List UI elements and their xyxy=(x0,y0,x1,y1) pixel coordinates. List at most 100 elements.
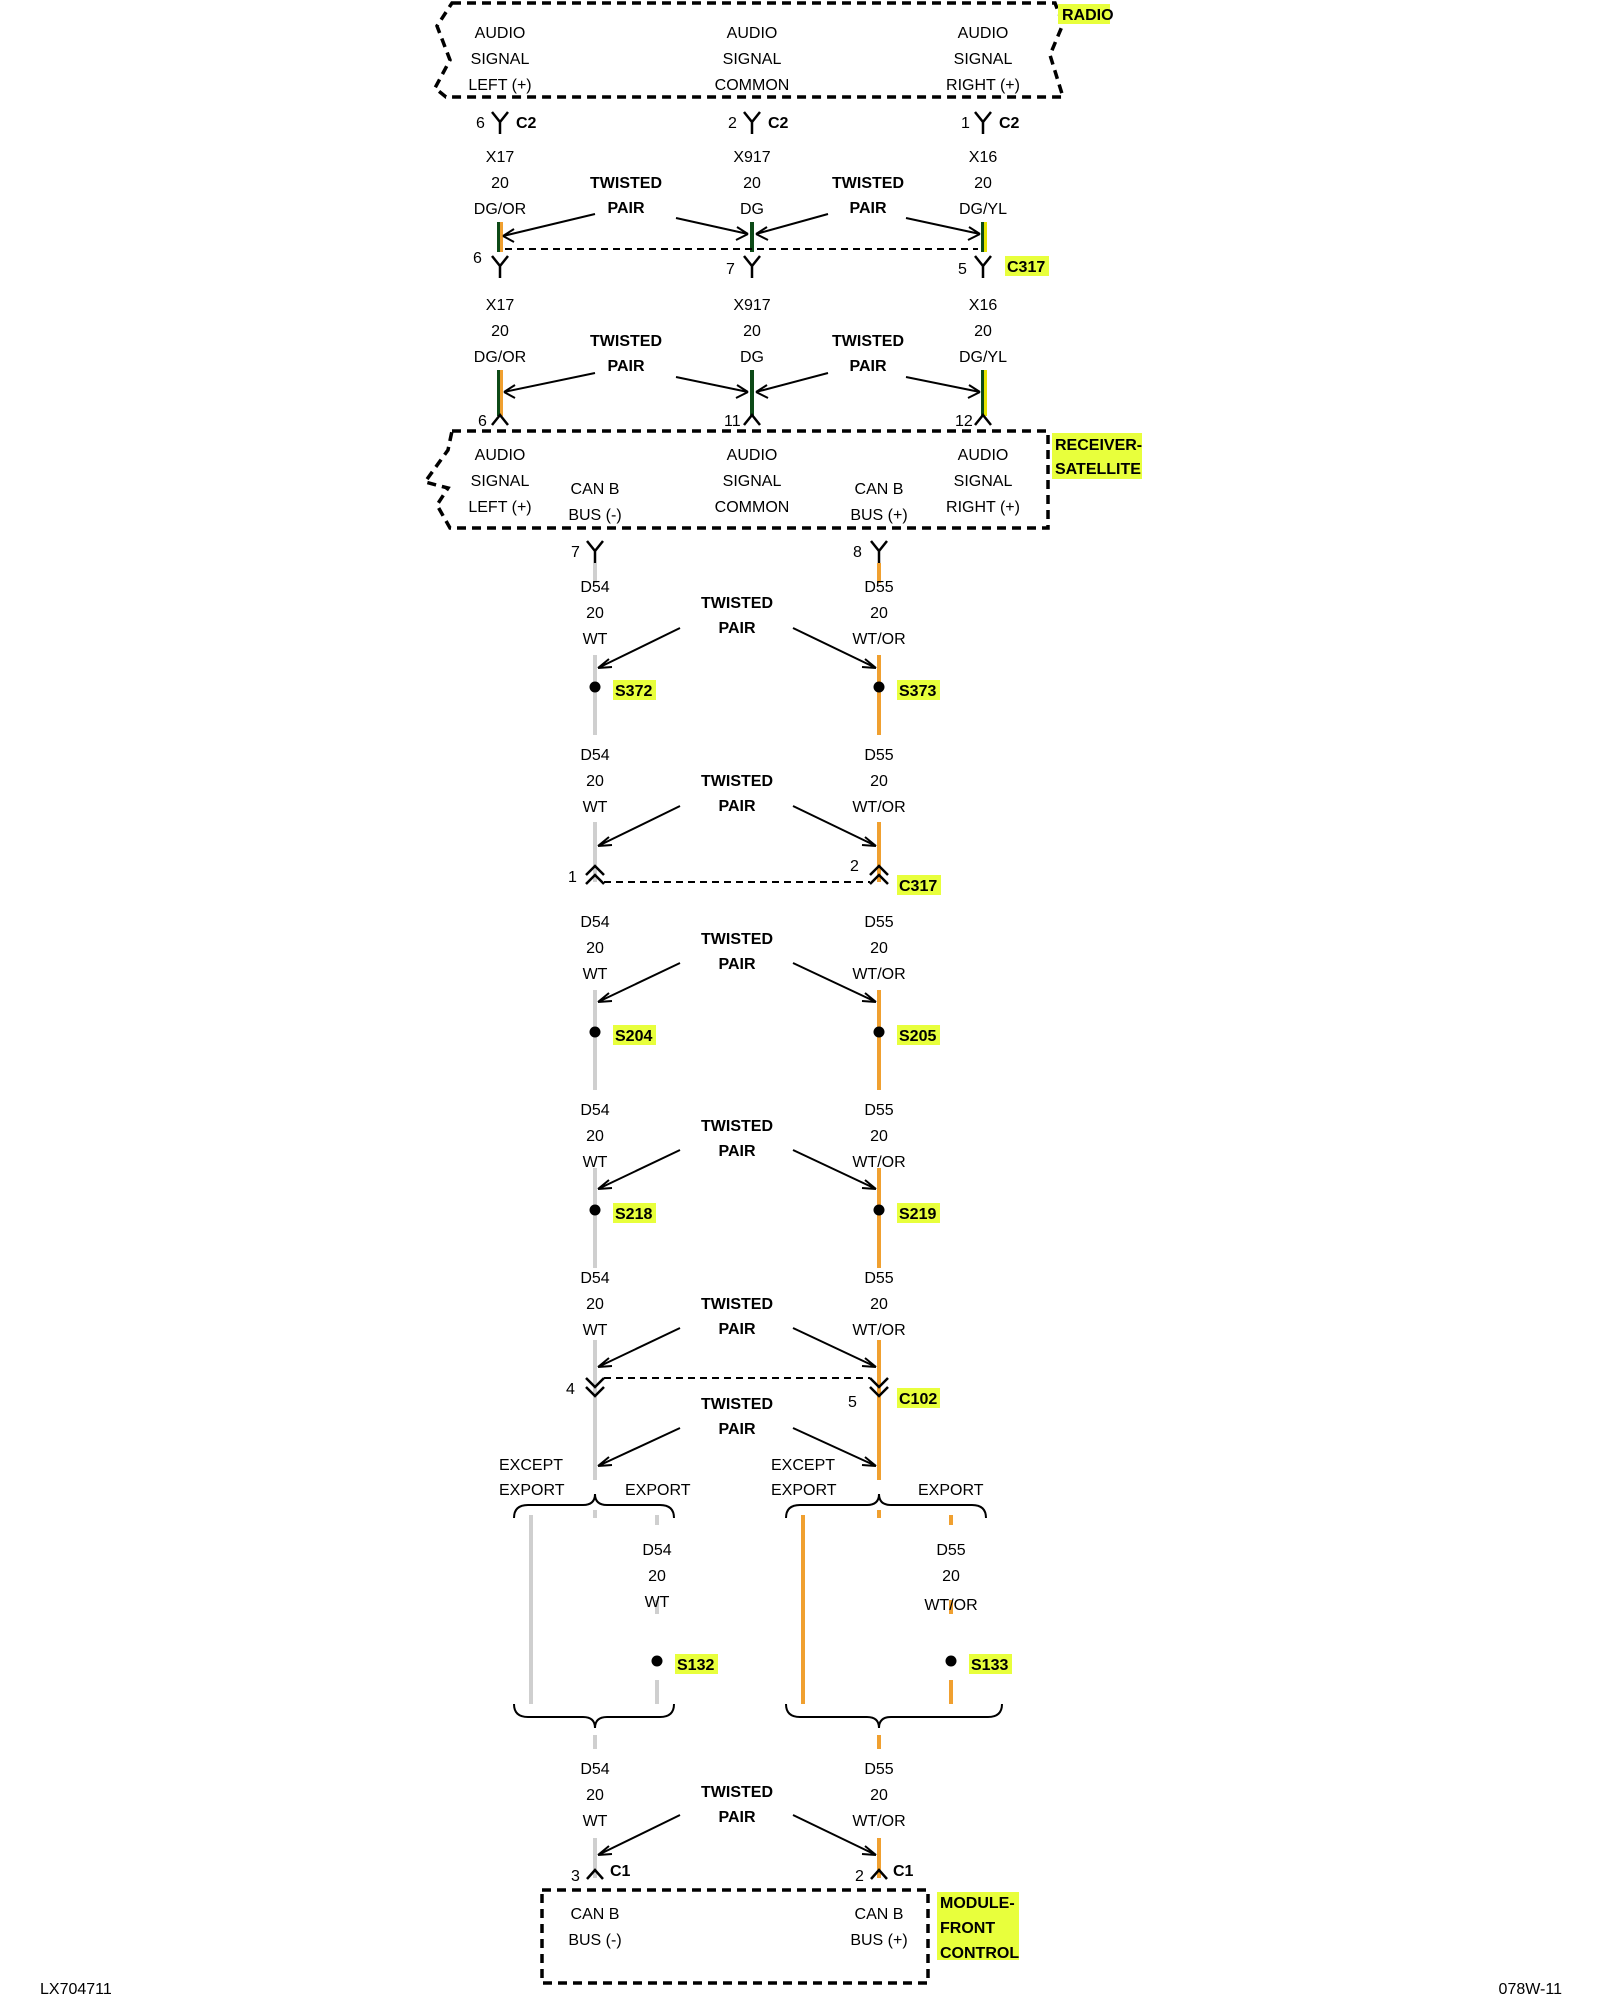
pin-number: 6 xyxy=(473,250,482,267)
splice-label-s373: S373 xyxy=(899,683,936,700)
brace-bottom-right xyxy=(785,1703,1003,1729)
wire-d54-gauge: 20 xyxy=(586,1296,604,1313)
splice-label-s372: S372 xyxy=(615,683,652,700)
receiver-pin-canb-plus-line1: CAN B xyxy=(855,481,904,498)
wire-x16-color: DG/YL xyxy=(959,201,1007,218)
wire-x16-gauge: 20 xyxy=(974,175,992,192)
receiver-label-line1: RECEIVER- xyxy=(1055,437,1142,454)
wire-d54-gauge: 20 xyxy=(648,1568,666,1585)
module-label-line3: CONTROL xyxy=(940,1945,1019,1962)
wire-d55-gauge: 20 xyxy=(942,1568,960,1585)
wire-d55-circuit: D55 xyxy=(936,1542,965,1559)
module-label-line2: FRONT xyxy=(940,1920,995,1937)
can-wires xyxy=(593,563,881,1878)
receiver-pin-left-line2: SIGNAL xyxy=(471,473,530,490)
radio-pin-left-line1: AUDIO xyxy=(475,25,526,42)
wire-x17-circuit: X17 xyxy=(486,149,515,166)
module-front-control-component: MODULE- FRONT CONTROL CAN B BUS (-) CAN … xyxy=(540,1888,1019,1985)
option-except-export-line1: EXCEPT xyxy=(499,1457,563,1474)
pin-number: 5 xyxy=(958,261,967,278)
splice-label-s219: S219 xyxy=(899,1206,936,1223)
option-export: EXPORT xyxy=(918,1482,984,1499)
pin-number: 1 xyxy=(961,115,970,132)
wire-d54-circuit: D54 xyxy=(580,1761,609,1778)
pin-number: 2 xyxy=(850,858,859,875)
wire-x16-circuit: X16 xyxy=(969,149,998,166)
twisted-pair-label: PAIR xyxy=(718,798,755,815)
twisted-pair-label: TWISTED xyxy=(590,333,662,350)
wire-x17-circuit: X17 xyxy=(486,297,515,314)
splice-s205-dot xyxy=(873,1026,885,1038)
wire-d55-color: WT/OR xyxy=(852,799,905,816)
twisted-pair-label: TWISTED xyxy=(701,595,773,612)
wire-x917-stripe xyxy=(750,370,754,416)
wire-x16-gauge: 20 xyxy=(974,323,992,340)
twisted-pair-label: TWISTED xyxy=(701,1396,773,1413)
pin-number: 7 xyxy=(571,544,580,561)
wire-x917-circuit: X917 xyxy=(733,297,770,314)
pin-number: 4 xyxy=(566,1381,575,1398)
wire-x17-color: DG/OR xyxy=(474,349,526,366)
splice-label-s132: S132 xyxy=(677,1657,714,1674)
pin-number: 6 xyxy=(478,413,487,430)
wire-d54-gauge: 20 xyxy=(586,1787,604,1804)
module-label-line1: MODULE- xyxy=(940,1895,1015,1912)
splice-label-s218: S218 xyxy=(615,1206,652,1223)
option-except-export-line2: EXPORT xyxy=(499,1482,565,1499)
receiver-pin-common-line3: COMMON xyxy=(715,499,790,516)
wire-d55-color: WT/OR xyxy=(852,1154,905,1171)
wire-d55-circuit: D55 xyxy=(864,914,893,931)
twisted-pair-label: TWISTED xyxy=(701,773,773,790)
wire-d54-color: WT xyxy=(583,1322,608,1339)
receiver-label-line2: SATELLITE xyxy=(1055,461,1141,478)
pin-number: 8 xyxy=(853,544,862,561)
splice-s133-dot xyxy=(945,1655,957,1667)
receiver-pin-right-line2: SIGNAL xyxy=(954,473,1013,490)
twisted-pair-label: PAIR xyxy=(607,200,644,217)
wire-d54-color: WT xyxy=(645,1594,670,1611)
receiver-satellite-component: RECEIVER- SATELLITE AUDIO SIGNAL LEFT (+… xyxy=(422,429,1142,530)
receiver-can-pins: 7 8 xyxy=(571,540,888,563)
receiver-pin-canb-minus-line2: BUS (-) xyxy=(568,507,621,524)
wire-d54-circuit: D54 xyxy=(580,747,609,764)
option-except-export-line2: EXPORT xyxy=(771,1482,837,1499)
receiver-pin-canb-plus-line2: BUS (+) xyxy=(850,507,907,524)
figure-id-right: 078W-11 xyxy=(1499,1981,1563,1998)
brace-top-right xyxy=(785,1493,987,1519)
wire-x17-stripe xyxy=(497,222,500,252)
wire-x917-circuit: X917 xyxy=(733,149,770,166)
connector-c1: 3 2 C1 C1 xyxy=(571,1863,914,1885)
wire-x917-gauge: 20 xyxy=(743,323,761,340)
connector-c2: 6 2 1 C2 C2 C2 xyxy=(476,111,1020,134)
twisted-pair-label: TWISTED xyxy=(701,1118,773,1135)
can-segment-2: D54 20 WT D55 20 WT/OR TWISTED PAIR xyxy=(580,747,906,847)
twisted-pair-label: TWISTED xyxy=(701,931,773,948)
radio-pin-common-line1: AUDIO xyxy=(727,25,778,42)
wire-d54-circuit: D54 xyxy=(580,579,609,596)
module-pin-canb-minus-line1: CAN B xyxy=(571,1906,620,1923)
wire-x17-stripe xyxy=(497,370,500,416)
twisted-pair-label: TWISTED xyxy=(701,1784,773,1801)
pin-number: 12 xyxy=(955,413,973,430)
can-segment-6: TWISTED PAIR xyxy=(597,1396,877,1467)
wire-x16-stripe xyxy=(981,222,984,252)
splice-s218-dot xyxy=(589,1204,601,1216)
twisted-pair-label: PAIR xyxy=(607,358,644,375)
can-segment-3: D54 20 WT D55 20 WT/OR TWISTED PAIR S204… xyxy=(580,914,940,1045)
wire-x917-color: DG xyxy=(740,349,764,366)
twisted-pair-label: PAIR xyxy=(718,1809,755,1826)
wire-d54-color: WT xyxy=(583,799,608,816)
receiver-pin-left-line1: AUDIO xyxy=(475,447,526,464)
radio-pin-common-line3: COMMON xyxy=(715,77,790,94)
can-segment-4: D54 20 WT D55 20 WT/OR TWISTED PAIR S218… xyxy=(580,1102,940,1223)
wire-d54-circuit: D54 xyxy=(580,1270,609,1287)
can-segment-7: D54 20 WT D55 20 WT/OR TWISTED PAIR xyxy=(580,1761,906,1856)
wire-d55-color: WT/OR xyxy=(924,1597,977,1614)
receiver-pin-right-line3: RIGHT (+) xyxy=(946,499,1020,516)
wire-d54-circuit: D54 xyxy=(580,1102,609,1119)
splice-label-s205: S205 xyxy=(899,1028,936,1045)
wire-d54-color: WT xyxy=(583,1154,608,1171)
radio-pin-left-line2: SIGNAL xyxy=(471,51,530,68)
wire-x17-stripe xyxy=(500,370,503,416)
connector-label-c1: C1 xyxy=(893,1863,914,1880)
